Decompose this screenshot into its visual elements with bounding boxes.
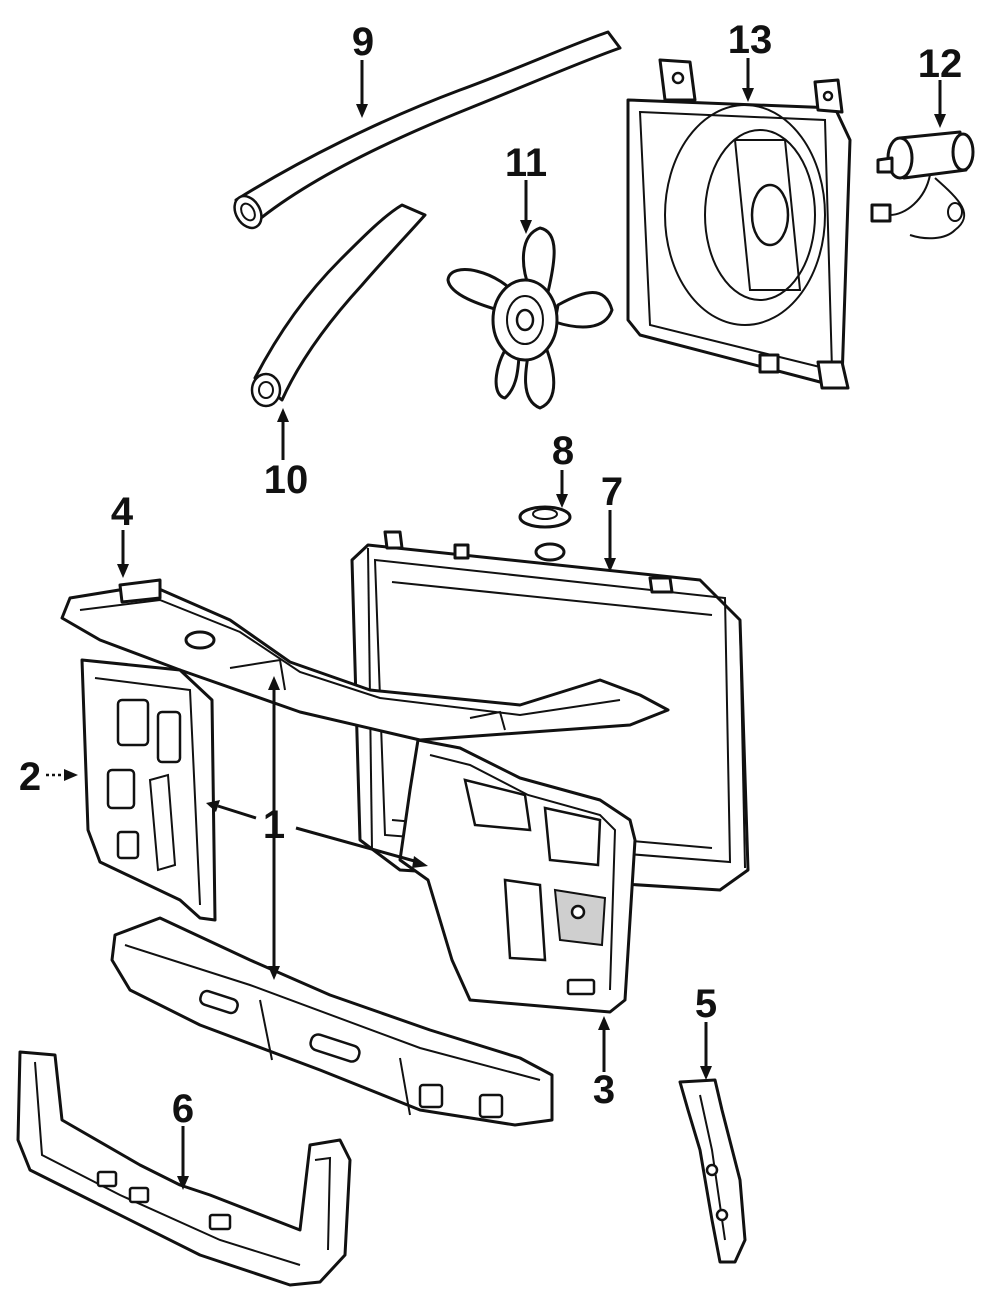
callout-11: 11	[505, 141, 547, 185]
callout-5: 5	[695, 982, 717, 1026]
callout-8: 8	[552, 429, 574, 473]
fan-motor	[870, 130, 975, 240]
callout-3: 3	[593, 1068, 615, 1112]
callout-labels: 9 13 12 11 10 8 7 4 2 1 3 5 6	[19, 18, 962, 1131]
callout-12: 12	[918, 42, 963, 86]
upper-hose	[233, 30, 622, 230]
callout-7: 7	[601, 470, 623, 514]
callout-2: 2	[19, 755, 41, 799]
fan-blade	[446, 226, 614, 410]
callout-9: 9	[352, 20, 374, 64]
lower-support	[16, 1050, 352, 1287]
callout-1: 1	[263, 803, 285, 847]
leader-lines	[46, 58, 946, 1190]
side-panel-right	[398, 738, 637, 1014]
callout-10: 10	[264, 458, 309, 502]
radiator-cap	[518, 505, 572, 529]
lower-hose	[250, 203, 427, 408]
side-bracket	[678, 1078, 747, 1264]
upper-tie-bar	[60, 578, 670, 742]
callout-4: 4	[111, 490, 134, 534]
callout-13: 13	[728, 18, 773, 62]
callout-6: 6	[172, 1087, 194, 1131]
side-panel-left	[80, 658, 217, 922]
fan-shroud	[626, 58, 852, 390]
